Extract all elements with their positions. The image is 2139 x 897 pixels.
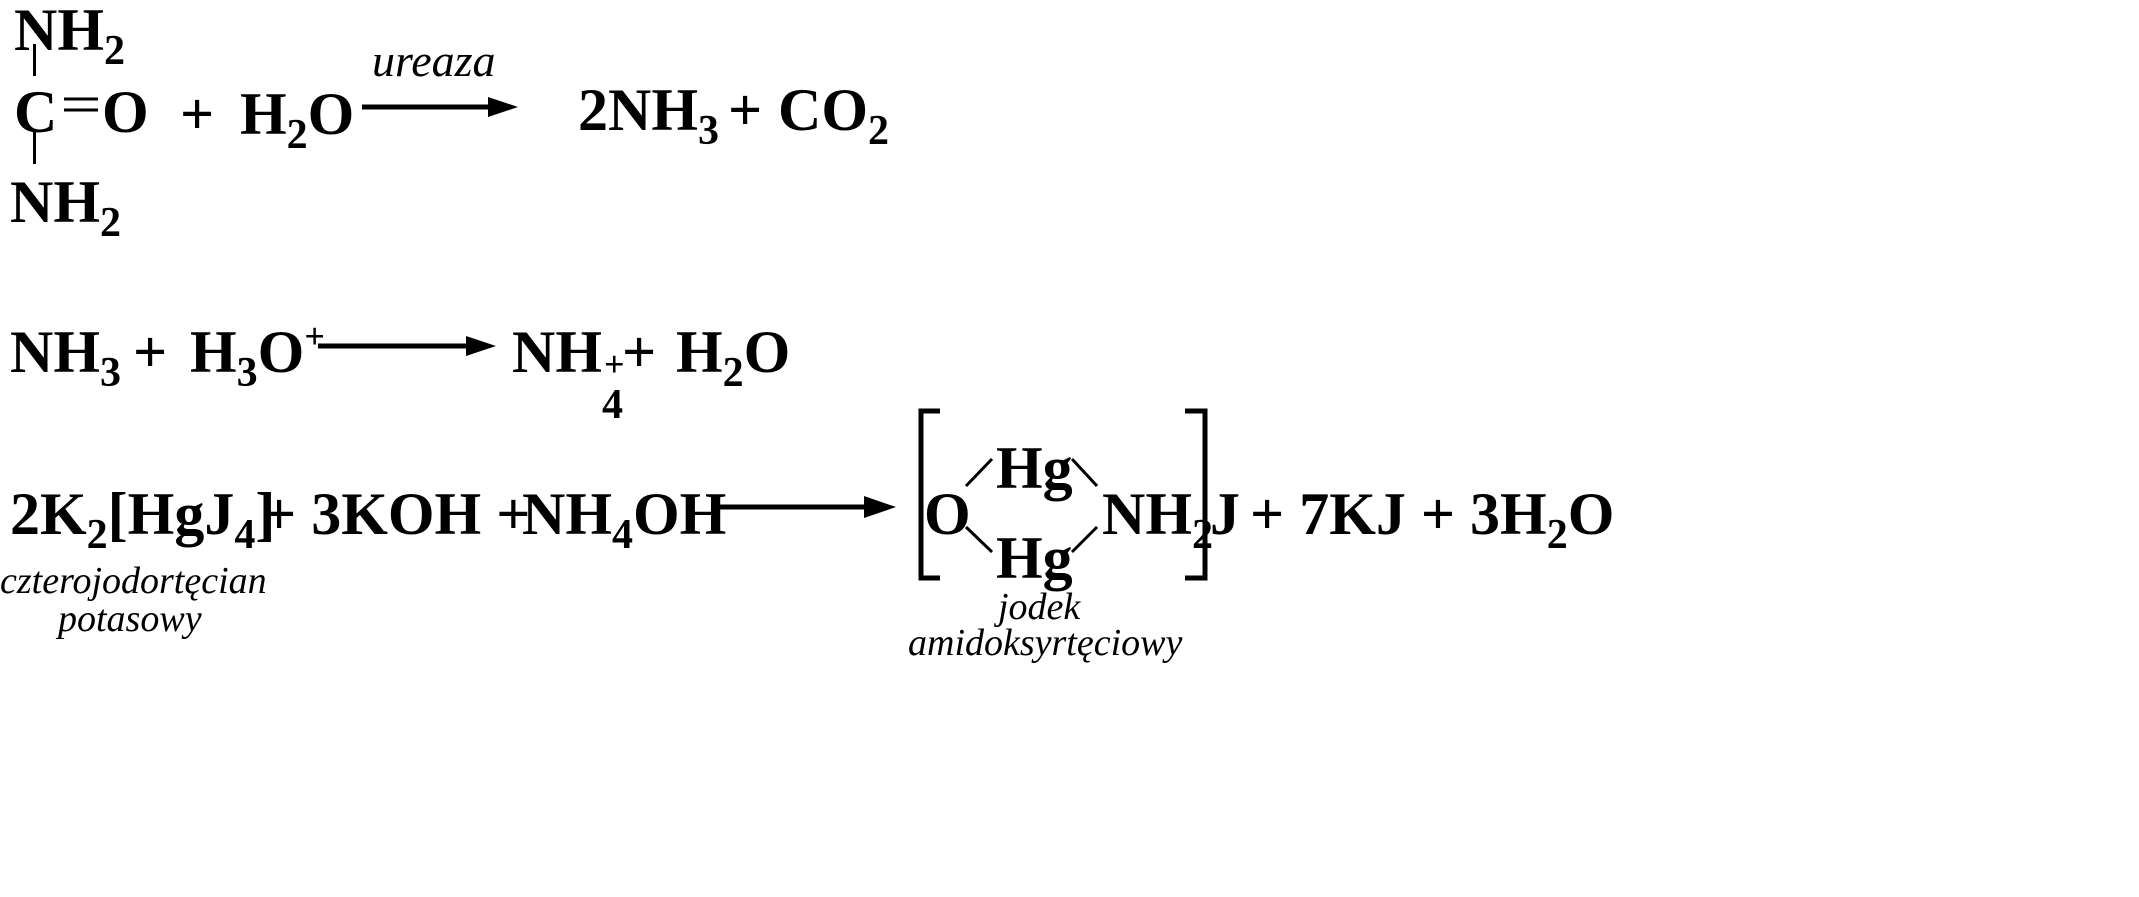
urea-bottom-bond bbox=[33, 130, 36, 164]
urea-top-bond bbox=[33, 44, 36, 76]
urea-double-bond bbox=[64, 97, 98, 112]
reaction2-ammonia: NH3 bbox=[10, 319, 121, 396]
reaction2-arrow bbox=[318, 336, 496, 356]
complex-left-bracket bbox=[918, 408, 940, 581]
reaction1-water: H2O bbox=[240, 81, 355, 158]
complex-iodide: J bbox=[1210, 481, 1240, 547]
urea-bottom-amine-group: NH2 bbox=[10, 169, 121, 246]
reaction3-byproducts: + 7KJ + 3H2O bbox=[1250, 481, 1615, 558]
urea-top-amine-group: NH2 bbox=[14, 0, 125, 74]
reaction1-plus: + bbox=[180, 81, 215, 147]
urea-oxygen: O bbox=[102, 79, 149, 145]
enzyme-label-ureaza: ureaza bbox=[372, 35, 496, 86]
product-name-line1: jodek bbox=[998, 586, 1081, 628]
complex-ring-bonds bbox=[964, 457, 1099, 554]
reaction3-plus-koh: + 3KOH + bbox=[262, 481, 531, 547]
complex-right-bracket bbox=[1185, 408, 1208, 581]
reaction1-plus-2: + bbox=[728, 77, 763, 143]
reaction1-product-co2: CO2 bbox=[778, 77, 889, 154]
reaction2-hydronium: H3O+ bbox=[190, 316, 325, 396]
reaction3-arrow bbox=[718, 496, 896, 518]
reaction2-plus: + bbox=[133, 319, 168, 385]
reaction2-water: H2O bbox=[676, 319, 791, 396]
reagent-name-line2: potasowy bbox=[58, 598, 202, 640]
reaction1-arrow bbox=[362, 97, 518, 117]
complex-oxygen: O bbox=[924, 481, 971, 547]
reaction2-plus-2: + bbox=[622, 319, 657, 385]
complex-mercury-bottom: Hg bbox=[996, 525, 1073, 591]
product-name-line2: amidoksyrtęciowy bbox=[908, 622, 1183, 664]
reagent-potassium-tetraiodomercurate: 2K2[HgJ4] bbox=[10, 481, 276, 558]
complex-mercury-top: Hg bbox=[996, 435, 1073, 501]
reaction1-product-ammonia: 2NH3 bbox=[578, 77, 719, 154]
reaction2-ammonium: NH+4 bbox=[512, 319, 625, 428]
reagent-name-line1: czterojodortęcian bbox=[0, 560, 267, 602]
reaction3-ammonium-hydroxide: NH4OH bbox=[522, 481, 727, 558]
complex-amine: NH2 bbox=[1102, 481, 1213, 558]
